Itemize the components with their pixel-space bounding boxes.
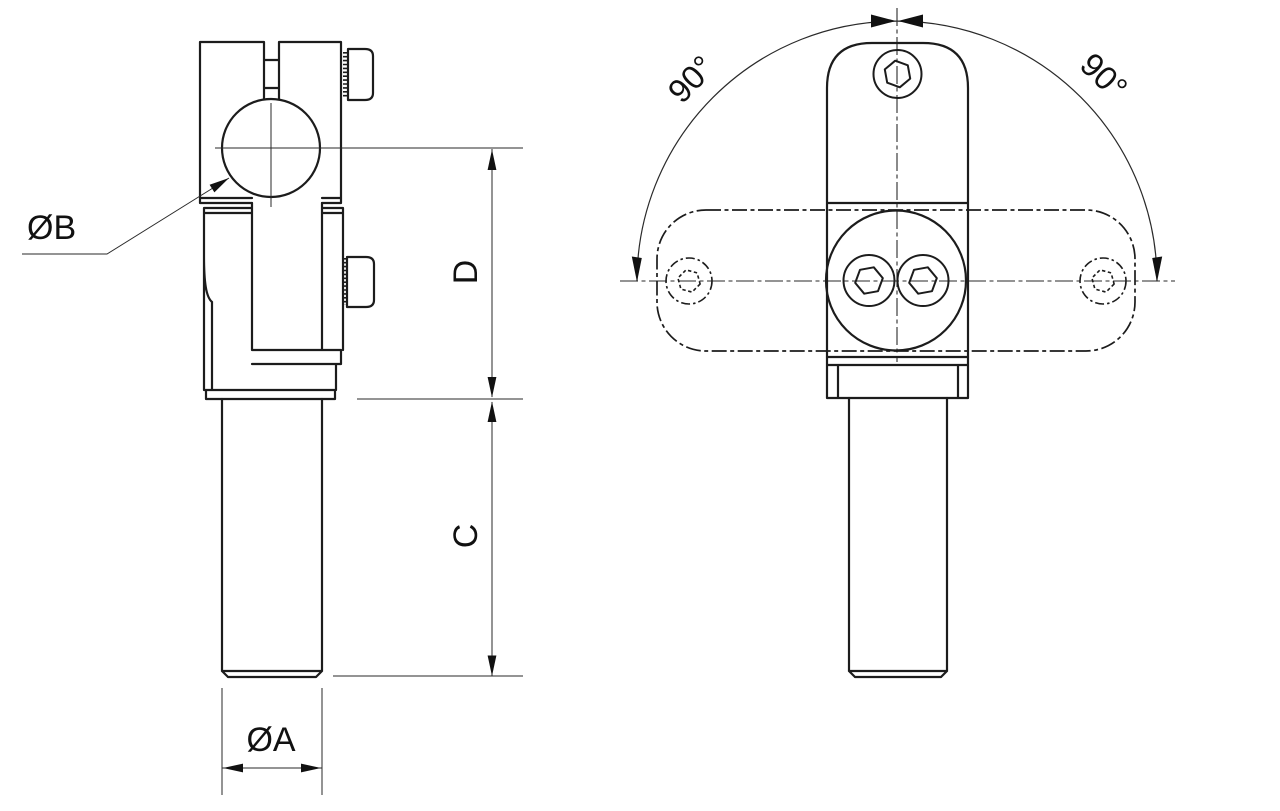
pivot-screw-top [872, 49, 923, 99]
collar-outline [825, 355, 970, 400]
angle-arc [636, 20, 1158, 282]
dim-c-arrow-bottom [487, 655, 497, 676]
front-view: D C ØA ØB [22, 40, 523, 795]
shaft-outline-front [220, 397, 324, 679]
upper-clamp-block-outline [198, 40, 343, 205]
clamp-screw-left [842, 254, 896, 307]
dim-dia-a-arrow-left [223, 763, 243, 773]
leader-dia-b-line [22, 177, 230, 255]
upper-screw-head [346, 47, 375, 102]
leader-dia-b-label: ØB [27, 209, 76, 247]
lower-screw-head [345, 255, 376, 309]
dim-d-arrow-top [487, 149, 497, 170]
lower-clamp-bracket-outline [202, 201, 345, 401]
angle-arc-apex-arrow-left [871, 14, 896, 28]
clamp-screw-right [896, 254, 950, 307]
dim-c-label: C [447, 524, 485, 549]
bar-end-screw-left [665, 257, 713, 305]
angle-arc-end-arrow-right [1152, 256, 1163, 282]
leader-dia-b-arrow [209, 178, 229, 193]
angle-label-right: 90° [1073, 45, 1135, 106]
angle-arc-apex-arrow-right [898, 14, 923, 28]
pivot-screw-top-hex-socket [883, 59, 912, 89]
dim-d-arrow-bottom [487, 377, 497, 398]
extension-lines [221, 398, 523, 795]
dim-d-label: D [447, 260, 485, 285]
clamp-screw-right-hex-socket [908, 266, 938, 295]
bar-end-screw-right [1079, 257, 1127, 305]
side-view: 90° 90° [620, 8, 1175, 679]
dim-c-arrow-top [487, 401, 497, 422]
angle-arc-end-arrow-left [631, 256, 642, 282]
angle-label-left: 90° [660, 48, 721, 110]
clamp-screw-left-hex-socket [854, 266, 884, 295]
dim-dia-a-arrow-right [301, 763, 321, 773]
shaft-outline-side [847, 396, 949, 679]
dim-dia-a-label: ØA [246, 721, 295, 759]
central-boss-circle [824, 209, 968, 352]
upright-body-outline [825, 41, 970, 359]
